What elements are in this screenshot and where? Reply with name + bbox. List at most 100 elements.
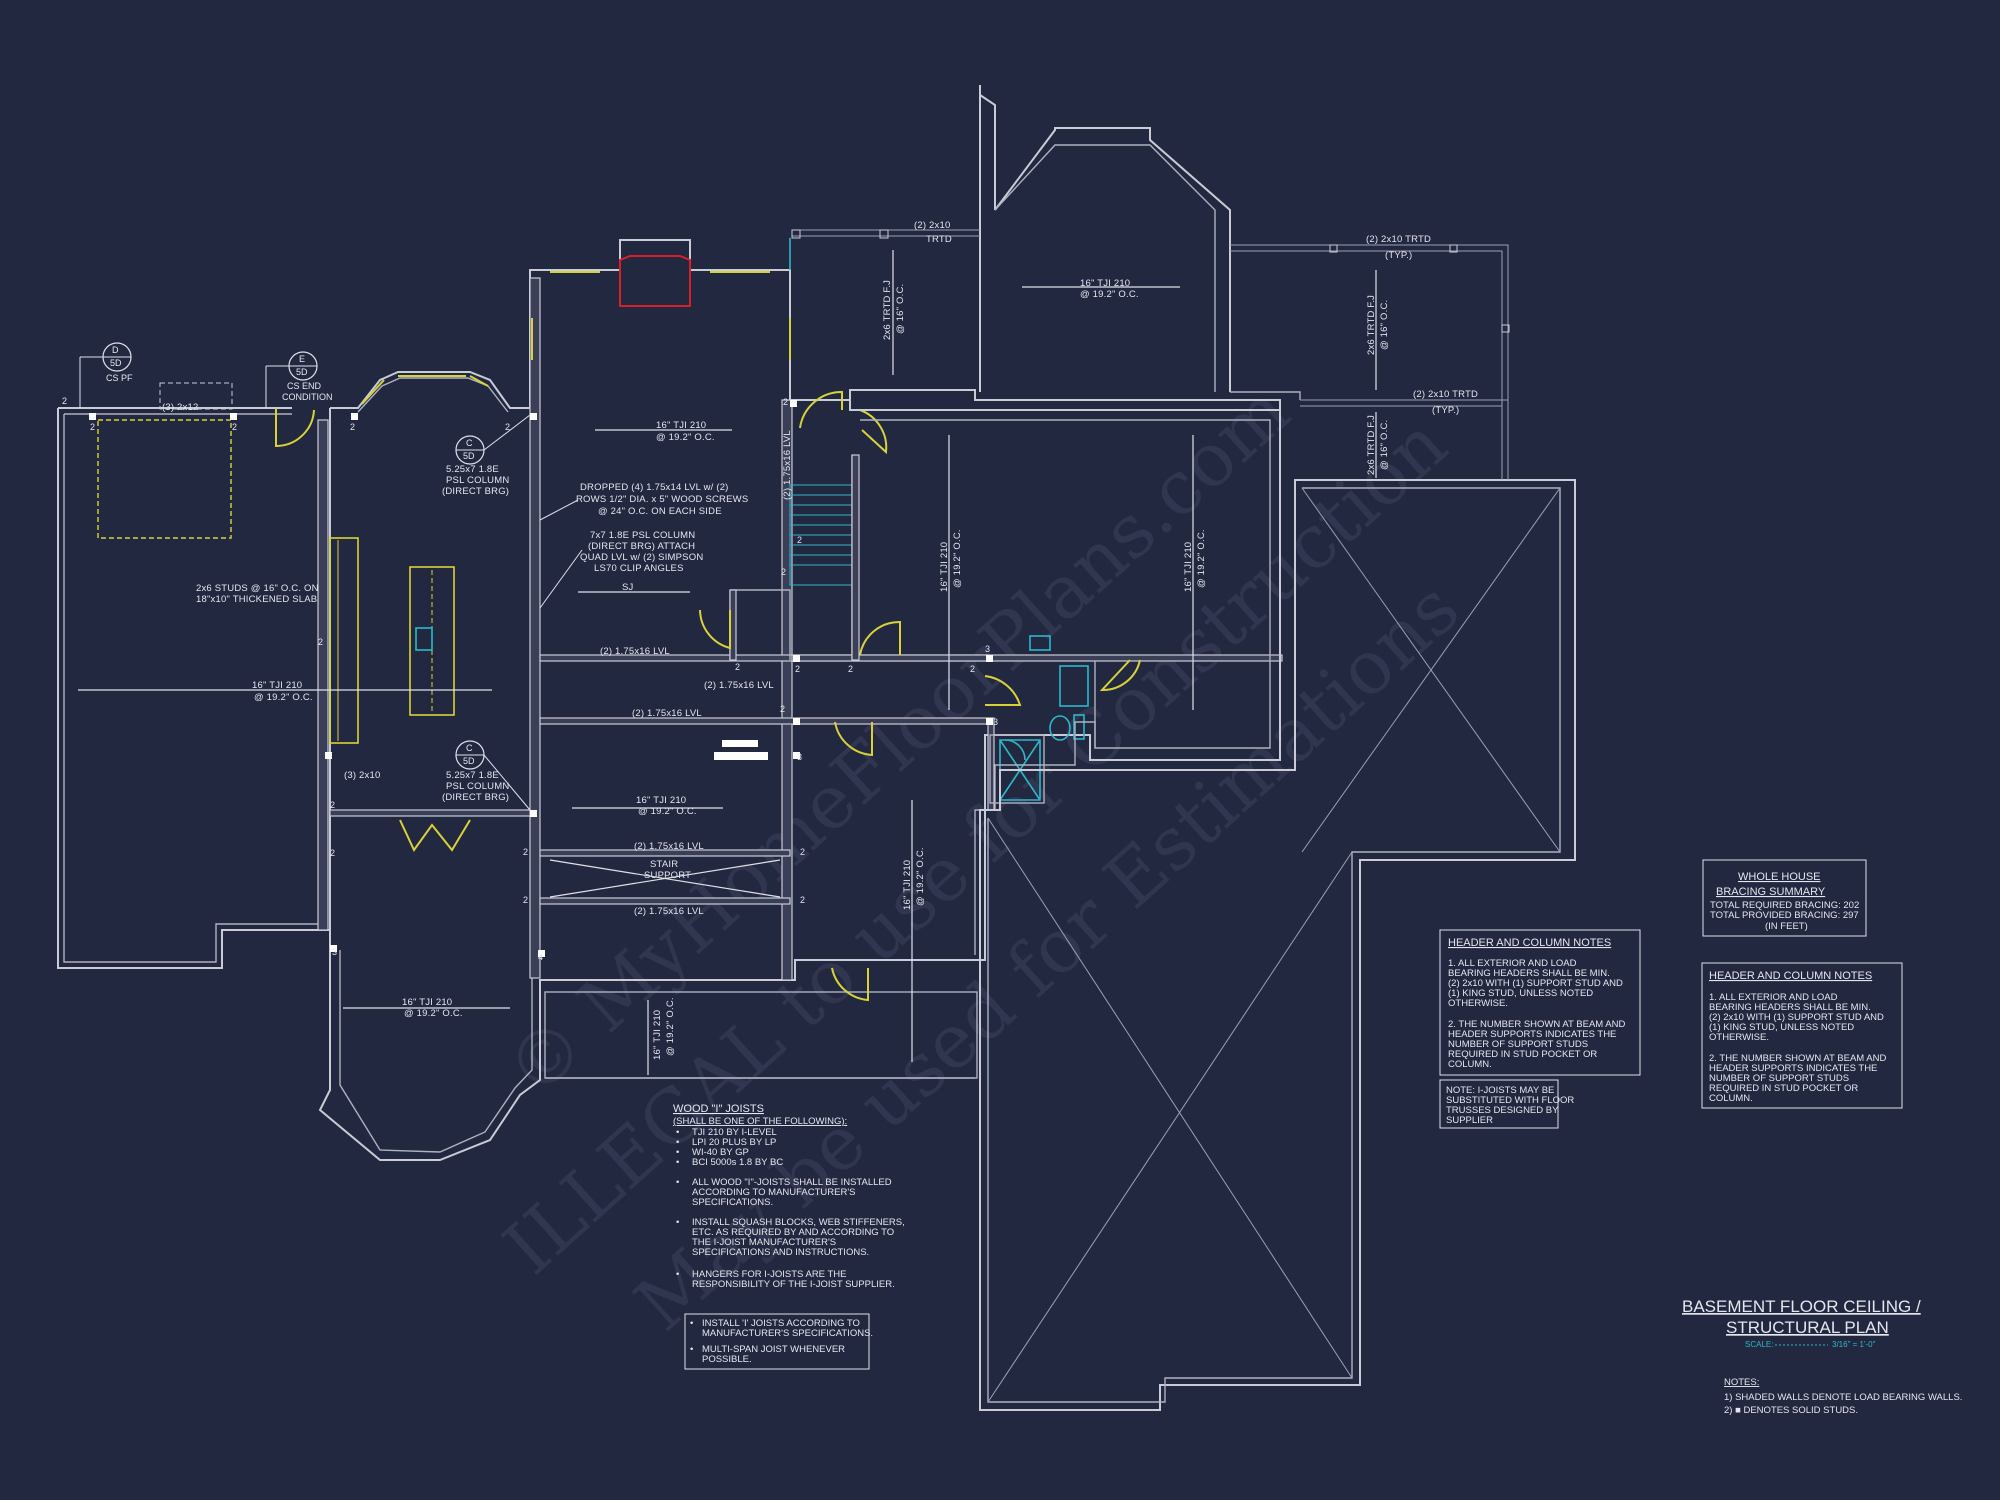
svg-text:(IN FEET): (IN FEET) — [1765, 921, 1808, 932]
drawing-title-line-1: BASEMENT FLOOR CEILING / — [1682, 1297, 1921, 1316]
callout-c2-letter: C — [466, 743, 473, 753]
deck-joist-2-spacing: @ 16" O.C. — [1379, 300, 1390, 350]
wood-i-joists-notes: WOOD "I" JOISTS (SHALL BE ONE OF THE FOL… — [673, 1103, 905, 1370]
header-label-3-2x12: (3) 2x12 — [162, 402, 198, 413]
svg-text:REQUIRED IN STUD POCKET OR: REQUIRED IN STUD POCKET OR — [1709, 1083, 1858, 1094]
svg-text:2: 2 — [795, 664, 800, 674]
lvl-label-vertical: (2) 1.75x16 LVL — [782, 430, 793, 500]
svg-text:2: 2 — [62, 396, 67, 406]
wood-joists-title: WOOD "I" JOISTS — [673, 1103, 764, 1115]
dropped-lvl-1: DROPPED (4) 1.75x14 LVL w/ (2) — [580, 482, 729, 493]
watermark-line-1: © MyHomeFloorPlans.com — [490, 368, 1306, 1115]
svg-text:2: 2 — [330, 848, 335, 858]
svg-text:BEARING HEADERS SHALL BE MIN.: BEARING HEADERS SHALL BE MIN. — [1709, 1002, 1871, 1013]
joist-note-3b: RESPONSIBILITY OF THE I-JOIST SUPPLIER. — [692, 1279, 895, 1290]
psl-column-1-brg: (DIRECT BRG) — [442, 486, 509, 497]
deck-header-1: (2) 2x10 TRTD — [1366, 234, 1431, 245]
drawing-title-line-2: STRUCTURAL PLAN — [1726, 1318, 1889, 1337]
psl7-line-4: LS70 CLIP ANGLES — [594, 563, 684, 574]
vert-joist-1-spacing: @ 19.2" O.C. — [952, 529, 963, 588]
deck-joist-3-size: 2x6 TRTD F.J — [1366, 415, 1377, 475]
svg-text:OTHERWISE.: OTHERWISE. — [1709, 1032, 1769, 1043]
svg-text:•: • — [690, 1318, 693, 1329]
joist-note-1a: ALL WOOD "I"-JOISTS SHALL BE INSTALLED — [692, 1177, 892, 1188]
callout-e-note-1: CS END — [287, 381, 322, 391]
general-notes: NOTES: 1) SHADED WALLS DENOTE LOAD BEARI… — [1724, 1377, 1962, 1416]
svg-text:2: 2 — [523, 847, 528, 857]
svg-text:(2) 2x10 WITH (1) SUPPORT STUD: (2) 2x10 WITH (1) SUPPORT STUD AND — [1709, 1012, 1884, 1023]
hall-doors — [699, 390, 1141, 1002]
bay-window — [357, 375, 509, 413]
studs-label-1: 2x6 STUDS @ 16" O.C. ON — [196, 583, 319, 594]
studs-label-2: 18"x10" THICKENED SLAB — [196, 594, 317, 605]
vert-joist-2-spacing: @ 19.2" O.C. — [1196, 529, 1207, 588]
stair — [729, 454, 860, 661]
joist-garage-spacing: @ 19.2" O.C. — [254, 692, 313, 703]
joist-box-2b: POSSIBLE. — [702, 1354, 752, 1365]
drawing-title-block: BASEMENT FLOOR CEILING / STRUCTURAL PLAN… — [1682, 1297, 1921, 1349]
joist-option-4: BCI 5000s 1.8 BY BC — [692, 1157, 783, 1168]
header-top-trtd: TRTD — [926, 234, 952, 245]
svg-text:NUMBER OF SUPPORT STUDS: NUMBER OF SUPPORT STUDS — [1709, 1073, 1849, 1084]
svg-text:•: • — [676, 1137, 679, 1148]
deck-header-1-typ: (TYP.) — [1385, 250, 1412, 261]
svg-text:TRUSSES DESIGNED BY: TRUSSES DESIGNED BY — [1446, 1105, 1559, 1116]
great-room-double-door — [399, 819, 471, 852]
lvl-label-2: (2) 1.75x16 LVL — [704, 680, 774, 691]
psl7-line-2: (DIRECT BRG) ATTACH — [588, 541, 695, 552]
psl7-line-3: QUAD LVL w/ (2) SIMPSON — [580, 552, 703, 563]
lvl-label-3: (2) 1.75x16 LVL — [632, 708, 702, 719]
deck-joist-1-size: 2x6 TRTD F.J — [882, 280, 893, 340]
svg-text:WHOLE HOUSE: WHOLE HOUSE — [1738, 871, 1821, 883]
callout-e-sheet: 5D — [296, 367, 308, 377]
psl-column-2-type: PSL COLUMN — [446, 781, 509, 792]
scale-value: 3/16" = 1'-0" — [1832, 1340, 1876, 1349]
joist-note-3a: HANGERS FOR I-JOISTS ARE THE — [692, 1269, 847, 1280]
svg-text:SUBSTITUTED WITH FLOOR: SUBSTITUTED WITH FLOOR — [1446, 1095, 1574, 1106]
joist-option-1: TJI 210 BY I-LEVEL — [692, 1127, 777, 1138]
svg-text:HEADER AND COLUMN NOTES: HEADER AND COLUMN NOTES — [1709, 970, 1872, 982]
beam-mark — [722, 740, 758, 747]
header-top-2x10: (2) 2x10 — [914, 220, 950, 231]
deck-joist-1-spacing: @ 16" O.C. — [895, 284, 906, 334]
svg-text:2. THE NUMBER SHOWN AT BEAM AN: 2. THE NUMBER SHOWN AT BEAM AND — [1709, 1053, 1887, 1064]
svg-text:HEADER AND COLUMN NOTES: HEADER AND COLUMN NOTES — [1448, 937, 1611, 949]
header-label-3-2x10: (3) 2x10 — [344, 770, 380, 781]
svg-text:1. ALL EXTERIOR AND LOAD: 1. ALL EXTERIOR AND LOAD — [1448, 958, 1577, 969]
vert-joist-2-size: 16" TJI 210 — [1183, 542, 1194, 592]
deck-header-2: (2) 2x10 TRTD — [1413, 389, 1478, 400]
callout-e-letter: E — [299, 354, 305, 364]
psl7-line-1: 7x7 1.8E PSL COLUMN — [590, 530, 695, 541]
svg-text:OTHERWISE.: OTHERWISE. — [1448, 998, 1508, 1009]
svg-text:4: 4 — [538, 952, 543, 962]
joist-great-room-size: 16" TJI 210 — [656, 420, 706, 431]
joist-center-spacing: @ 19.2" O.C. — [638, 806, 697, 817]
callout-c2-sheet: 5D — [463, 756, 475, 766]
svg-text:BRACING SUMMARY: BRACING SUMMARY — [1716, 886, 1826, 898]
svg-text:2: 2 — [783, 397, 788, 407]
vert-joist-4-spacing: @ 19.2" O.C. — [665, 997, 676, 1056]
joist-great-room-spacing: @ 19.2" O.C. — [656, 432, 715, 443]
joist-note-1c: SPECIFICATIONS. — [692, 1197, 773, 1208]
joist-option-3: WI-40 BY GP — [692, 1147, 749, 1158]
svg-text:•: • — [676, 1147, 679, 1158]
note-2: 2) ■ DENOTES SOLID STUDS. — [1724, 1405, 1858, 1416]
svg-text:NUMBER OF SUPPORT STUDS: NUMBER OF SUPPORT STUDS — [1448, 1039, 1588, 1050]
svg-text:NOTE: I-JOISTS MAY BE: NOTE: I-JOISTS MAY BE — [1446, 1085, 1554, 1096]
svg-text:2: 2 — [232, 422, 237, 432]
svg-text:(1) KING STUD, UNLESS NOTED: (1) KING STUD, UNLESS NOTED — [1448, 988, 1593, 999]
joist-bay-spacing: @ 19.2" O.C. — [404, 1008, 463, 1019]
deck-joist-3-spacing: @ 16" O.C. — [1379, 420, 1390, 470]
svg-text:COLUMN.: COLUMN. — [1448, 1059, 1492, 1070]
svg-text:3: 3 — [332, 947, 337, 957]
svg-text:2: 2 — [523, 895, 528, 905]
vert-joist-3-size: 16" TJI 210 — [902, 860, 913, 910]
vert-joist-4-size: 16" TJI 210 — [652, 1010, 663, 1060]
svg-text:2: 2 — [350, 422, 355, 432]
psl7-leader — [539, 549, 583, 609]
svg-text:2: 2 — [800, 895, 805, 905]
svg-text:3: 3 — [993, 717, 998, 727]
svg-text:•: • — [676, 1217, 679, 1228]
scale-label: SCALE: — [1745, 1340, 1773, 1349]
svg-text:2: 2 — [970, 664, 975, 674]
